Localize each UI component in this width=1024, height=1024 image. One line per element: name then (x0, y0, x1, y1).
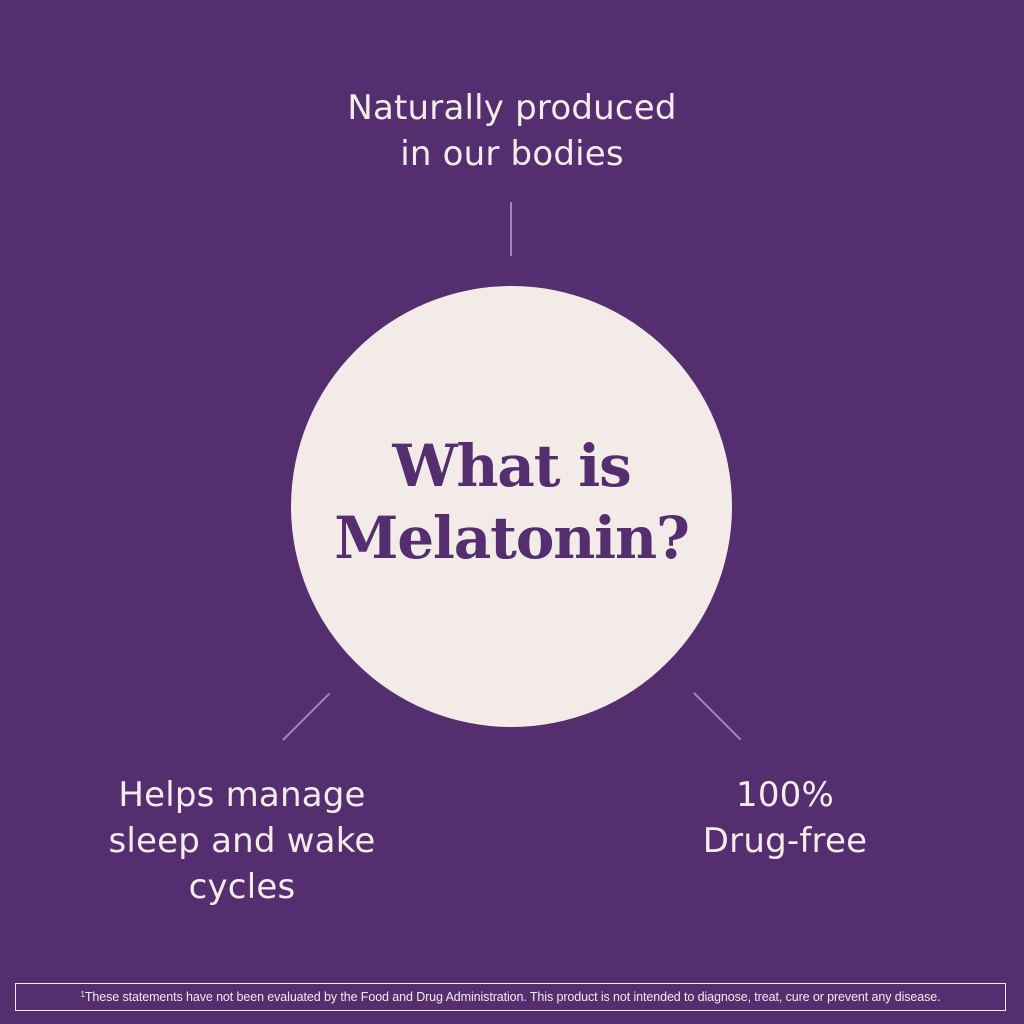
disclaimer-statement: These statements have not been evaluated… (84, 990, 941, 1004)
feature-sleep-cycles: Helps manage sleep and wake cycles (108, 775, 376, 907)
left-connector-line (282, 692, 331, 741)
center-title: What is Melatonin? (334, 431, 690, 572)
disclaimer-box: 1These statements have not been evaluate… (15, 983, 1006, 1011)
center-circle: What is Melatonin? (291, 286, 732, 727)
feature-naturally-produced: Naturally produced in our bodies (347, 88, 677, 174)
disclaimer-text: 1These statements have not been evaluate… (81, 990, 941, 1004)
top-connector-line (510, 202, 512, 256)
right-connector-line (693, 692, 742, 741)
footnote-mark: 1 (80, 990, 85, 999)
feature-drug-free: 100% Drug-free (702, 775, 868, 861)
